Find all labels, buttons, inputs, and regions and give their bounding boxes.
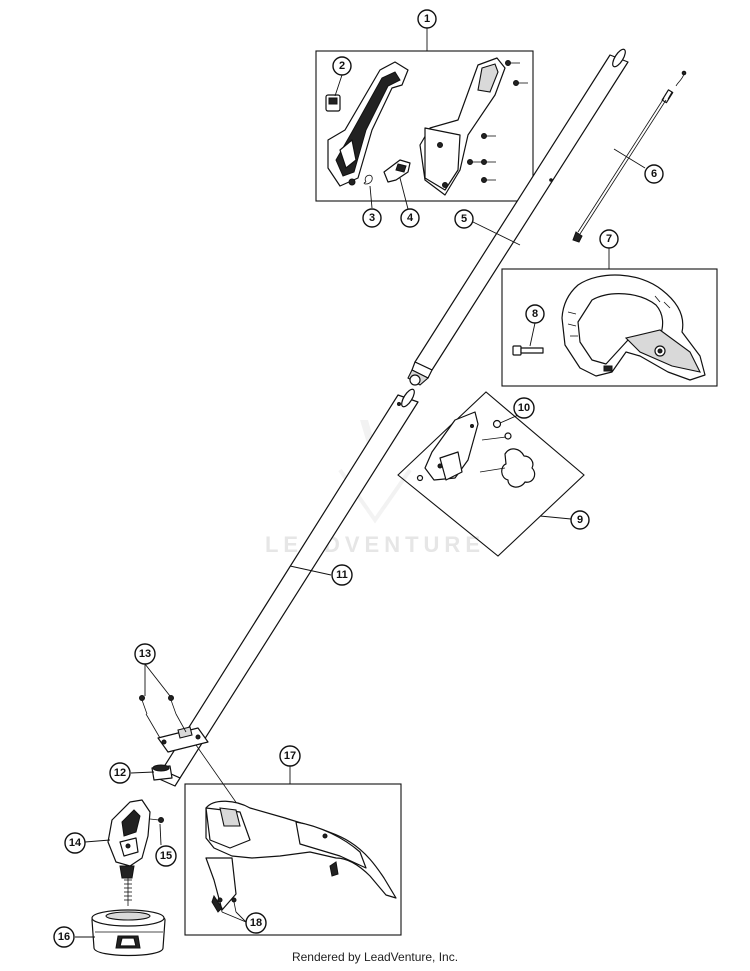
svg-text:18: 18 — [250, 917, 262, 929]
spring-part[interactable] — [363, 174, 373, 185]
group-box-7 — [501, 268, 718, 387]
guard-guide-line — [195, 744, 241, 809]
lower-shaft[interactable] — [156, 374, 421, 787]
svg-text:3: 3 — [369, 212, 375, 224]
switch-part[interactable] — [325, 94, 341, 112]
upper-shaft[interactable] — [407, 47, 629, 386]
svg-text:14: 14 — [69, 837, 82, 849]
debris-guard[interactable] — [205, 800, 397, 899]
handle-bolt[interactable] — [512, 345, 544, 356]
coupler-knob[interactable] — [479, 448, 536, 488]
group-box-9 — [397, 391, 585, 557]
svg-text:9: 9 — [577, 514, 583, 526]
gear-head[interactable] — [107, 799, 151, 906]
callout-6[interactable]: 6 — [644, 164, 664, 184]
group-box-1 — [315, 50, 534, 202]
callout-10[interactable]: 10 — [513, 397, 535, 419]
svg-text:10: 10 — [518, 402, 530, 414]
svg-text:17: 17 — [284, 750, 296, 762]
callout-14[interactable]: 14 — [64, 832, 86, 854]
svg-text:6: 6 — [651, 168, 657, 180]
leader-lines — [75, 28, 646, 938]
svg-text:16: 16 — [58, 931, 70, 943]
throttle-cable[interactable] — [572, 70, 687, 243]
callout-4[interactable]: 4 — [400, 208, 420, 228]
bracket-screws[interactable] — [139, 695, 187, 739]
callout-11[interactable]: 11 — [331, 564, 353, 586]
svg-text:4: 4 — [407, 212, 414, 224]
callout-7[interactable]: 7 — [599, 229, 619, 249]
handle-housing-left[interactable] — [327, 61, 409, 187]
footer-credit: Rendered by LeadVenture, Inc. — [291, 950, 459, 964]
callout-8[interactable]: 8 — [525, 304, 545, 324]
svg-text:15: 15 — [160, 850, 172, 862]
svg-text:7: 7 — [606, 233, 612, 245]
callout-3[interactable]: 3 — [362, 208, 382, 228]
callout-1[interactable]: 1 — [417, 9, 437, 29]
shaft-bracket[interactable] — [157, 726, 209, 753]
callout-15[interactable]: 15 — [155, 845, 177, 867]
svg-text:13: 13 — [139, 648, 151, 660]
callout-16[interactable]: 16 — [53, 926, 75, 948]
assist-handle[interactable] — [561, 274, 706, 381]
svg-text:5: 5 — [461, 213, 467, 225]
svg-text:1: 1 — [424, 13, 430, 25]
svg-text:2: 2 — [339, 60, 345, 72]
handle-housing-right[interactable] — [419, 57, 506, 196]
svg-text:8: 8 — [532, 308, 538, 320]
callout-5[interactable]: 5 — [454, 209, 474, 229]
trimmer-head[interactable] — [91, 909, 166, 957]
line-cutter-blade[interactable] — [205, 857, 237, 913]
blade-screws[interactable] — [217, 897, 237, 913]
callout-2[interactable]: 2 — [332, 56, 352, 76]
svg-text:12: 12 — [114, 767, 126, 779]
coupler-washer[interactable] — [492, 419, 502, 429]
callout-12[interactable]: 12 — [109, 762, 131, 784]
callout-9[interactable]: 9 — [570, 510, 590, 530]
screw-set-handle[interactable] — [467, 60, 529, 183]
shaft-coupler[interactable] — [416, 411, 479, 482]
trigger-part[interactable] — [383, 159, 411, 183]
coupler-screw[interactable] — [481, 432, 512, 441]
callout-18[interactable]: 18 — [245, 912, 267, 934]
svg-text:11: 11 — [336, 569, 348, 581]
gearhead-screw[interactable] — [149, 817, 164, 823]
callout-13[interactable]: 13 — [134, 643, 156, 665]
shaft-collar[interactable] — [151, 764, 173, 781]
group-box-17 — [184, 783, 402, 936]
callout-17[interactable]: 17 — [279, 745, 301, 767]
